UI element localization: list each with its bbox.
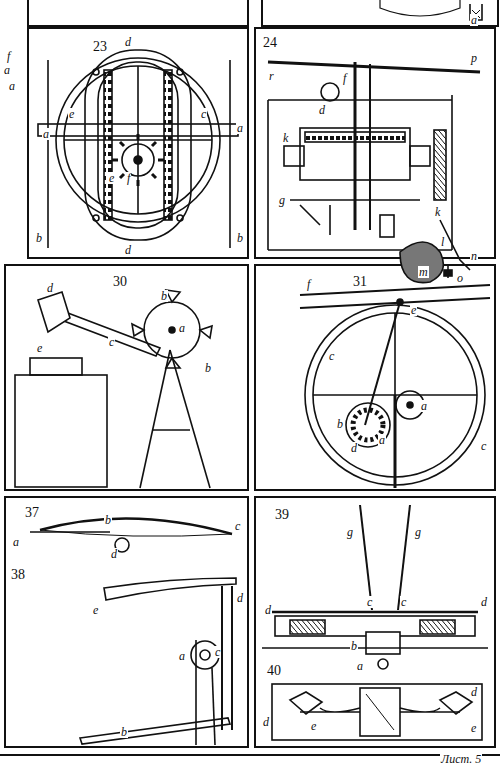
part-letter: f	[6, 50, 11, 62]
part-letter: c	[234, 520, 241, 532]
part-letter: d	[480, 596, 488, 608]
part-letter: l	[440, 236, 445, 248]
part-letter: d	[262, 716, 270, 728]
part-letter: g	[346, 526, 354, 538]
part-letter: r	[268, 70, 275, 82]
part-letter: n	[470, 250, 478, 262]
part-letter: k	[282, 132, 289, 144]
part-letter: m	[418, 266, 429, 278]
part-letter: d	[470, 686, 478, 698]
part-letter: b	[336, 418, 344, 430]
part-letter: a	[12, 536, 20, 548]
part-letter: a	[378, 434, 386, 446]
part-letter: g	[414, 526, 422, 538]
figure-number: 30	[112, 275, 128, 289]
part-letter: e	[108, 172, 115, 184]
part-letter: d	[124, 36, 132, 48]
part-letter: f	[342, 72, 347, 84]
part-letter: f	[306, 278, 311, 290]
part-letter: a	[3, 64, 11, 76]
figure-number: 37	[24, 506, 40, 520]
figure-number: 31	[352, 275, 368, 289]
part-letter: d	[318, 104, 326, 116]
part-letter: e	[310, 720, 317, 732]
figure-number: 40	[266, 664, 282, 678]
part-letter: c	[480, 440, 487, 452]
part-letter: b	[350, 640, 358, 652]
part-letter: d	[110, 548, 118, 560]
part-letter: a	[470, 14, 478, 26]
part-letter: a	[236, 122, 244, 134]
part-letter: a	[178, 650, 186, 662]
figure-number: 39	[274, 508, 290, 522]
part-letter: c	[200, 108, 207, 120]
part-letter: d	[124, 244, 132, 256]
part-letter: b	[104, 514, 112, 526]
part-letter: e	[36, 342, 43, 354]
part-letter: b	[160, 290, 168, 302]
part-letter: c	[328, 350, 335, 362]
part-letter: b	[204, 362, 212, 374]
part-letter: c	[108, 336, 115, 348]
part-letter: d	[236, 592, 244, 604]
part-letter: k	[434, 206, 441, 218]
part-letter: b	[236, 232, 244, 244]
part-letter: o	[456, 272, 464, 284]
part-letter: e	[68, 108, 75, 120]
part-letter: a	[8, 80, 16, 92]
part-letter: d	[264, 604, 272, 616]
part-letter: c	[400, 596, 407, 608]
part-letter: a	[356, 660, 364, 672]
sheet-number: Лист. 5	[440, 753, 482, 765]
part-letter: d	[350, 442, 358, 454]
figure-number: 24	[262, 36, 278, 50]
part-letter: c	[366, 596, 373, 608]
part-letter: d	[46, 282, 54, 294]
part-letter: a	[42, 128, 50, 140]
part-letter: p	[470, 52, 478, 64]
part-letter: e	[410, 304, 417, 316]
part-letter: g	[278, 194, 286, 206]
part-letter: e	[470, 722, 477, 734]
part-letter: b	[35, 232, 43, 244]
part-letter: b	[120, 726, 128, 738]
part-letter: f	[126, 172, 131, 184]
figure-number: 38	[10, 568, 26, 582]
part-letter: c	[214, 646, 221, 658]
figure-number: 23	[92, 40, 108, 54]
part-letter: e	[92, 604, 99, 616]
part-letter: a	[420, 400, 428, 412]
part-letter: a	[178, 322, 186, 334]
